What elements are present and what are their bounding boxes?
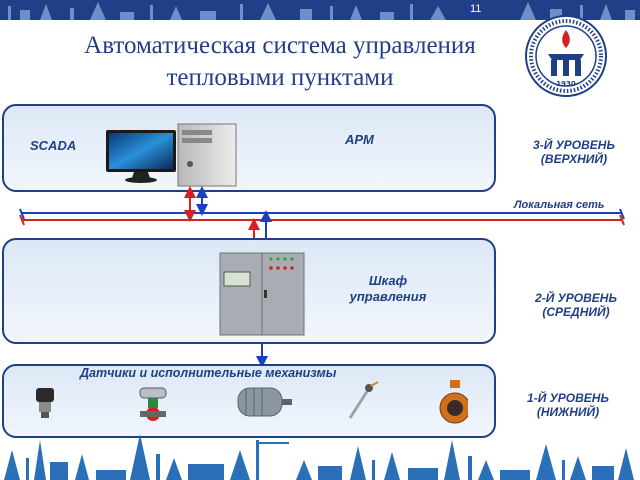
level-3-label: 3-Й УРОВЕНЬ (ВЕРХНИЙ) xyxy=(514,138,634,166)
temperature-probe-icon xyxy=(348,381,379,419)
university-logo: 1930 xyxy=(524,14,608,98)
cabinet-label-line-2: управления xyxy=(349,289,427,304)
level-1-subtitle: (НИЖНИЙ) xyxy=(536,405,600,419)
level-1-label: 1-Й УРОВЕНЬ (НИЖНИЙ) xyxy=(508,391,628,419)
level-1-title: 1-Й УРОВЕНЬ xyxy=(527,391,609,405)
pressure-sensor-icon xyxy=(36,388,54,418)
scada-label: SCADA xyxy=(30,138,77,153)
butterfly-valve-icon xyxy=(439,380,468,424)
logo-year: 1930 xyxy=(556,80,576,88)
level-3-subtitle: (ВЕРХНИЙ) xyxy=(540,152,608,166)
university-seal-icon: 1930 xyxy=(525,15,607,97)
field-devices xyxy=(36,380,468,424)
slide-title-line-1: Автоматическая система управления xyxy=(84,32,476,59)
cabinet-label-line-1: Шкаф xyxy=(368,273,408,288)
workstation-icon xyxy=(106,123,237,187)
electric-motor-icon xyxy=(237,387,292,417)
level-3-title: 3-Й УРОВЕНЬ xyxy=(533,138,615,152)
slide-title-line-2: тепловыми пунктами xyxy=(166,64,394,91)
level-2-label: 2-Й УРОВЕНЬ (СРЕДНИЙ) xyxy=(516,291,636,319)
arm-label: АРМ xyxy=(345,132,374,147)
slide-title: Автоматическая система управления теплов… xyxy=(20,30,540,94)
header-bar: 11 xyxy=(0,0,640,20)
network-label: Локальная сеть xyxy=(514,199,605,211)
industrial-skyline-footer xyxy=(4,434,634,480)
sensors-title: Датчики и исполнительные механизмы xyxy=(80,366,337,380)
cabinet-label: Шкаф управления xyxy=(338,273,438,305)
control-valve-icon xyxy=(139,387,167,421)
upper-level-panel xyxy=(2,104,496,192)
page-number: 11 xyxy=(470,3,482,15)
level-2-subtitle: (СРЕДНИЙ) xyxy=(542,305,610,319)
industrial-skyline-header xyxy=(8,2,635,20)
level-2-title: 2-Й УРОВЕНЬ xyxy=(535,291,617,305)
control-cabinet-icon xyxy=(219,252,305,336)
footer-skyline xyxy=(0,430,640,480)
local-network xyxy=(19,208,625,226)
